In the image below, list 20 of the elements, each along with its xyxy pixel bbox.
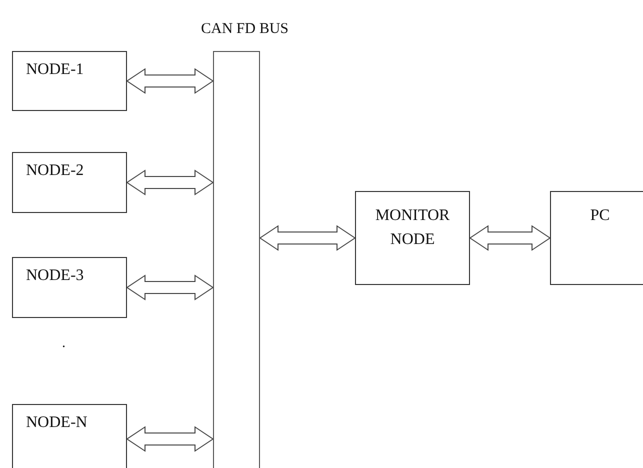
block-label: PC <box>590 207 610 224</box>
block-label: MONITOR NODE <box>375 207 450 248</box>
block-label: NODE-3 <box>26 267 84 284</box>
block-box <box>550 191 643 285</box>
block-box <box>12 257 127 318</box>
double-arrow <box>126 274 214 300</box>
double-arrow <box>126 68 214 94</box>
block-box <box>12 51 127 111</box>
double-arrow <box>126 170 214 196</box>
block-label: NODE-2 <box>26 162 84 179</box>
double-arrow <box>469 225 551 251</box>
double-arrow <box>259 225 356 251</box>
double-arrow <box>126 426 214 452</box>
block-label: NODE-N <box>26 414 88 431</box>
block-box <box>355 191 470 285</box>
block-box <box>12 152 127 213</box>
block-box <box>12 404 127 468</box>
bus-label: CAN FD BUS <box>201 20 289 39</box>
block-label: NODE-1 <box>26 61 84 78</box>
ellipsis-dot: . <box>62 336 66 352</box>
